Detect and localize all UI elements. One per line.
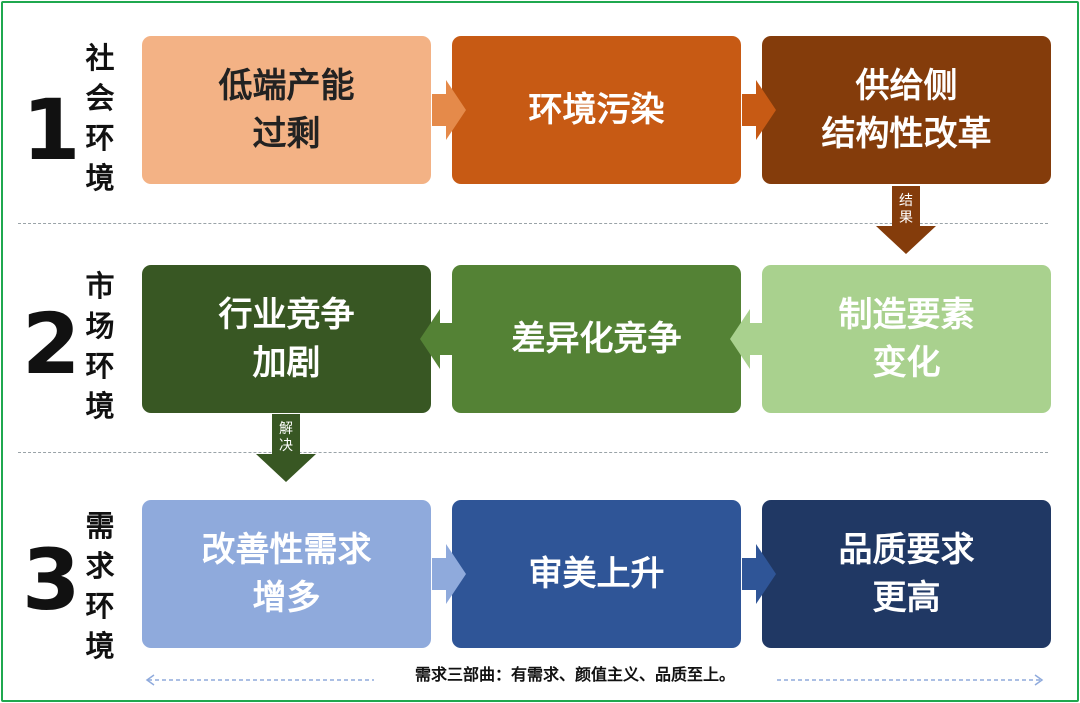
box-industry-competition: 行业竞争加剧 [142, 265, 431, 413]
box-line: 过剩 [252, 114, 321, 154]
left-arrow-icon [730, 309, 764, 369]
box-line: 制造要素 [838, 295, 975, 335]
row-1-number: 1 [22, 81, 81, 179]
row-1-label: 社会环境 [85, 41, 115, 195]
box-line: 差异化竞争 [511, 319, 682, 359]
box-aesthetic-rise: 审美上升 [452, 500, 741, 648]
row-3-number: 3 [22, 531, 81, 629]
row-3-label: 需求环境 [85, 509, 115, 663]
box-line: 改善性需求 [201, 530, 372, 570]
footer-note: 需求三部曲：有需求、颜值主义、品质至上。 [375, 664, 775, 686]
right-arrow-icon [742, 544, 776, 604]
footer-right-arrow-line [777, 674, 1044, 686]
box-low-end-capacity: 低端产能过剩 [142, 36, 431, 184]
box-line: 供给侧 [855, 66, 958, 106]
box-environment-pollution: 环境污染 [452, 36, 741, 184]
footer-left-arrow-line [145, 674, 374, 686]
box-line: 加剧 [252, 343, 321, 383]
right-arrow-icon [742, 80, 776, 140]
down-arrow-icon [876, 186, 936, 254]
box-line: 增多 [252, 578, 321, 618]
box-line: 环境污染 [528, 90, 665, 130]
down-arrow-icon [256, 414, 316, 482]
box-line: 行业竞争 [218, 295, 355, 335]
left-arrow-icon [420, 309, 454, 369]
connector-solution-label: 解决 [279, 421, 293, 454]
box-line: 低端产能 [218, 66, 355, 106]
box-supply-side-reform: 供给侧结构性改革 [762, 36, 1051, 184]
row-separator [18, 452, 1048, 453]
box-line: 结构性改革 [821, 114, 992, 154]
connector-result-label: 结果 [899, 193, 913, 226]
box-line: 审美上升 [528, 554, 665, 594]
box-manufacturing-factors: 制造要素变化 [762, 265, 1051, 413]
right-arrow-icon [432, 80, 466, 140]
right-arrow-icon [432, 544, 466, 604]
row-2-label: 市场环境 [85, 269, 115, 423]
row-separator [18, 223, 1048, 224]
box-line: 更高 [872, 578, 941, 618]
box-line: 变化 [872, 343, 941, 383]
box-higher-quality: 品质要求更高 [762, 500, 1051, 648]
box-improvement-demand: 改善性需求增多 [142, 500, 431, 648]
box-line: 品质要求 [838, 530, 975, 570]
box-differentiated-competition: 差异化竞争 [452, 265, 741, 413]
row-2-number: 2 [22, 295, 81, 393]
